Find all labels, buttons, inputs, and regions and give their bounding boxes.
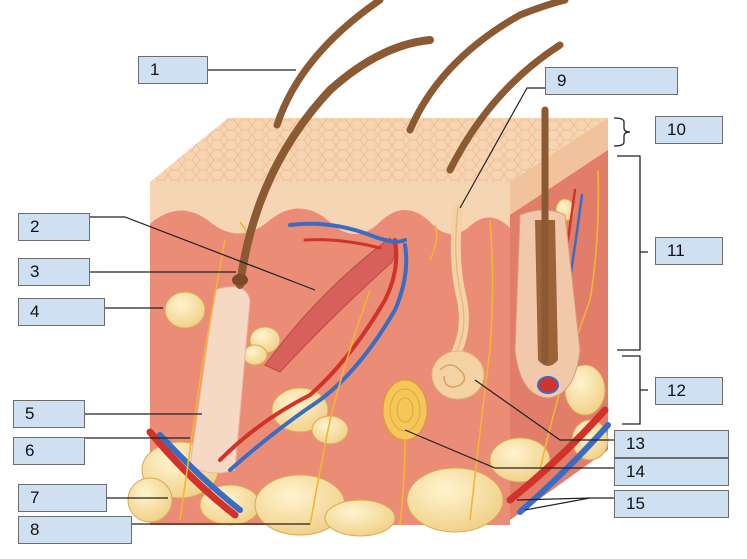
label-3[interactable]: 3 [18,258,90,286]
label-14[interactable]: 14 [614,458,729,486]
label-6[interactable]: 6 [13,437,85,465]
label-12[interactable]: 12 [655,377,723,405]
hair-follicle-left [189,286,251,474]
label-13[interactable]: 13 [614,430,729,458]
hair-shafts [236,0,569,364]
label-7[interactable]: 7 [18,484,107,512]
epidermis-layer [150,182,510,235]
label-4[interactable]: 4 [18,298,105,326]
label-8[interactable]: 8 [18,516,132,544]
label-15[interactable]: 15 [614,490,729,518]
nerve-fibers [179,169,600,526]
sweat-gland [431,203,485,400]
label-2[interactable]: 2 [18,213,90,241]
blood-vessels [146,188,611,519]
label-9[interactable]: 9 [545,67,678,95]
label-11[interactable]: 11 [655,237,723,265]
leader-lines [85,69,614,525]
label-10[interactable]: 10 [655,116,723,144]
lamellated-corpuscle [382,379,428,441]
hair-root-left [232,274,248,286]
label-5[interactable]: 5 [13,400,85,428]
layer-brackets [613,117,648,425]
fat-lobules [127,198,609,537]
label-1[interactable]: 1 [138,56,208,84]
